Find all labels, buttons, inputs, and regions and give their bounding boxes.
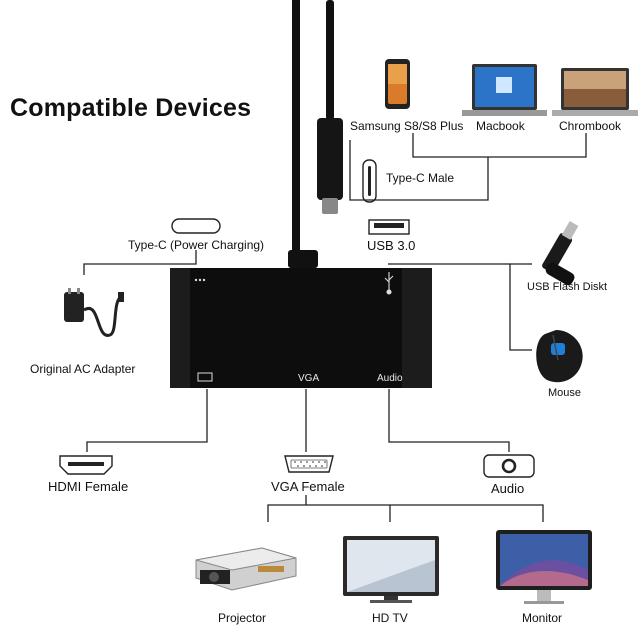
mouse-icon	[536, 330, 583, 383]
connector-hdmi	[86, 389, 208, 452]
type-c-plug-icon	[317, 118, 343, 200]
type-c-led-icon	[194, 278, 206, 282]
usb-port-tongue	[374, 223, 404, 228]
audio-label: Audio	[491, 481, 525, 496]
connector-type-c-male	[349, 140, 489, 201]
connector-displays	[267, 504, 544, 522]
hub-hdmi-symbol-icon	[197, 372, 213, 382]
cable-strain-relief	[288, 250, 318, 268]
laptop-icon	[462, 64, 547, 116]
tv-icon	[343, 536, 439, 603]
type-c-port-icon	[362, 159, 377, 203]
usb-flash-drive-icon	[542, 220, 579, 286]
monitor-icon	[496, 530, 592, 604]
type-c-cable	[288, 0, 343, 268]
macbook-label: Macbook	[476, 119, 525, 133]
audio-jack-icon	[483, 454, 535, 478]
laptop-icon	[552, 68, 638, 116]
connector-usb	[388, 263, 532, 351]
hub-audio-label: Audio	[377, 373, 403, 384]
page-title: Compatible Devices	[10, 94, 252, 122]
phone-icon	[385, 59, 410, 109]
connector-laptops	[412, 133, 587, 158]
hdmi-port-icon	[59, 455, 113, 475]
projector-icon	[195, 547, 297, 591]
vga-port-icon	[284, 455, 334, 473]
connector-audio	[388, 389, 510, 452]
hub-side-left	[170, 268, 190, 388]
type-c-port-icon	[171, 218, 221, 234]
type-c-male-label: Type-C Male	[386, 171, 455, 185]
type-c-port-pin	[368, 166, 371, 196]
hub-body	[170, 268, 432, 388]
hd-tv-label: HD TV	[372, 611, 408, 625]
mouse-label: Mouse	[548, 387, 582, 399]
connector-power	[83, 250, 197, 275]
projector-label: Projector	[218, 611, 267, 625]
usb-flash-label: USB Flash Diskt	[527, 281, 608, 293]
hub-face	[170, 268, 432, 388]
cable-wire-right	[326, 0, 334, 120]
power-label: Type-C (Power Charging)	[128, 238, 265, 252]
hub-vga-label: VGA	[298, 373, 320, 384]
usb3-label: USB 3.0	[367, 238, 416, 253]
cable-wire-left	[292, 0, 300, 260]
hub-side-right	[402, 268, 432, 388]
monitor-label: Monitor	[522, 611, 563, 625]
chromebook-label: Chrombook	[559, 119, 622, 133]
connector-lines	[83, 133, 587, 522]
ac-adapter-label: Original AC Adapter	[30, 362, 136, 376]
type-c-plug-tip	[322, 198, 338, 214]
samsung-label: Samsung S8/S8 Plus	[350, 119, 464, 133]
ac-adapter-icon	[64, 288, 124, 337]
vga-female-label: VGA Female	[271, 479, 345, 494]
usb-port-icon	[368, 219, 410, 235]
usb-symbol-icon	[384, 272, 394, 295]
hdmi-female-label: HDMI Female	[48, 479, 129, 494]
